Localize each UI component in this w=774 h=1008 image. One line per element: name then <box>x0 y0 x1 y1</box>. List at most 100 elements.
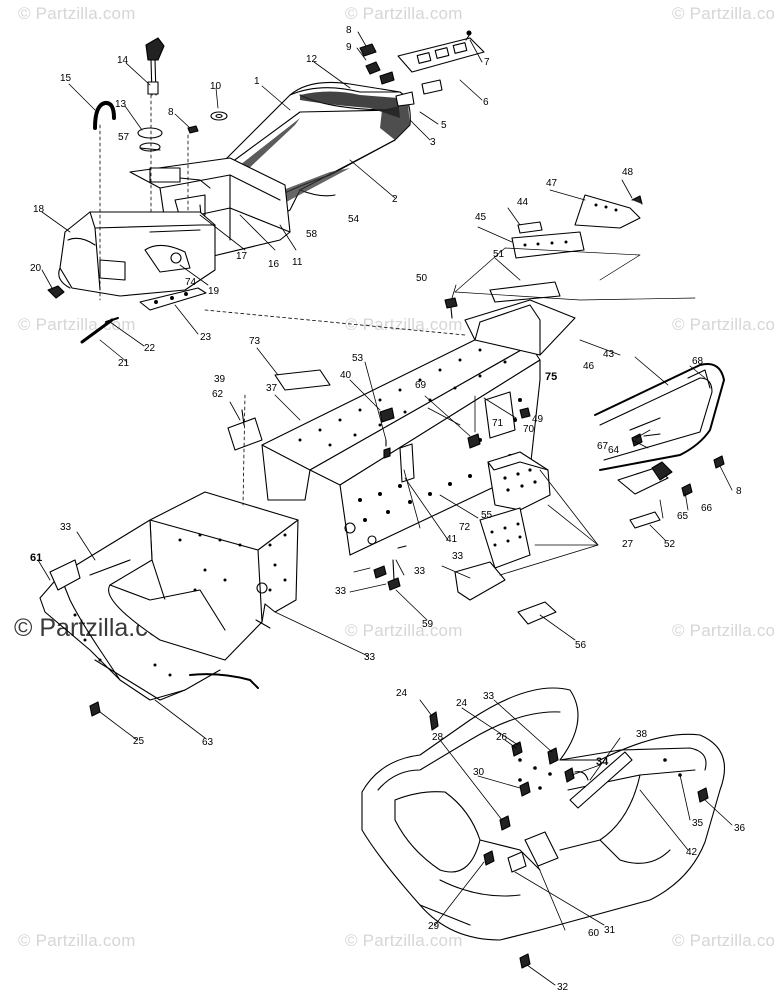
drain-fittings <box>47 285 119 344</box>
callout-label: 30 <box>473 767 485 778</box>
callout-label: 38 <box>636 729 648 740</box>
watermark: © Partzilla.com <box>18 315 136 334</box>
callout-label: 63 <box>202 737 214 748</box>
callout-label: 48 <box>622 167 634 178</box>
callout-label: 49 <box>532 414 544 425</box>
callout-label: 8 <box>168 107 174 118</box>
callout-label: 33 <box>335 586 347 597</box>
callout-label: 27 <box>622 539 634 550</box>
callout-label: 29 <box>428 921 440 932</box>
callout-label: 3 <box>430 137 436 148</box>
callout-label: 8 <box>736 486 742 497</box>
watermark: © Partzilla.com <box>672 315 774 334</box>
callout-label: 74 <box>185 277 197 288</box>
callout-label: 50 <box>416 273 428 284</box>
callout-label: 53 <box>352 353 364 364</box>
callout-label: 24 <box>456 698 468 709</box>
callout-label: 39 <box>214 374 226 385</box>
callout-label: 33 <box>364 652 376 663</box>
callout-label: 58 <box>306 229 318 240</box>
callout-label: 43 <box>603 349 615 360</box>
callout-label: 67 <box>597 441 609 452</box>
callout-label: 13 <box>115 99 127 110</box>
callout-label: 33 <box>452 551 464 562</box>
belly-pan-part <box>89 687 725 969</box>
hardware-small-top <box>187 43 381 134</box>
watermark: © Partzilla.com <box>345 4 463 23</box>
callout-label: 12 <box>306 54 318 65</box>
tank-strap <box>139 287 207 311</box>
callout-label: 57 <box>118 132 130 143</box>
callout-label: 56 <box>575 640 587 651</box>
watermark: © Partzilla.com <box>672 621 774 640</box>
callout-label: 47 <box>546 178 558 189</box>
callout-label: 70 <box>523 424 535 435</box>
front-frame-part <box>39 491 299 701</box>
callout-label: 54 <box>348 214 360 225</box>
callout-label: 46 <box>583 361 595 372</box>
callout-label: 7 <box>484 57 490 68</box>
watermark: © Partzilla.com <box>672 931 774 950</box>
callout-label: 61 <box>30 552 43 564</box>
callout-label: 45 <box>475 212 487 223</box>
callout-label: 32 <box>557 982 569 993</box>
fuel-sender-part <box>93 37 165 152</box>
callout-label: 72 <box>459 522 471 533</box>
callout-label: 37 <box>266 383 278 394</box>
callout-label: 64 <box>608 445 620 456</box>
watermark: © Partzilla.com <box>345 621 463 640</box>
leader-lines <box>37 31 733 986</box>
callout-label: 25 <box>133 736 145 747</box>
callout-label: 16 <box>268 259 280 270</box>
mounting-brackets-lower <box>373 443 557 625</box>
callout-label: 14 <box>117 55 129 66</box>
callout-label: 42 <box>686 847 698 858</box>
fuel-tank-part <box>58 211 216 297</box>
callout-label: 18 <box>33 204 45 215</box>
callout-label: 21 <box>118 358 130 369</box>
callout-label: 62 <box>212 389 224 400</box>
callout-label: 20 <box>30 263 42 274</box>
callout-label: 51 <box>493 249 505 260</box>
callout-label: 44 <box>517 197 529 208</box>
callout-label: 31 <box>604 925 616 936</box>
callout-label: 68 <box>692 356 704 367</box>
callout-label: 73 <box>249 336 261 347</box>
rear-bracket-assembly <box>444 194 696 449</box>
callout-label: 65 <box>677 511 689 522</box>
callout-label: 71 <box>492 418 504 429</box>
callout-label: 2 <box>392 194 398 205</box>
callout-label: 9 <box>346 42 352 53</box>
callout-label: 35 <box>692 818 704 829</box>
callout-label: 24 <box>396 688 408 699</box>
callout-label: 11 <box>292 257 303 268</box>
rear-bumper-part <box>594 363 725 529</box>
watermark: © Partzilla.com <box>345 315 463 334</box>
callout-label: 69 <box>415 380 427 391</box>
callout-label: 52 <box>664 539 676 550</box>
callout-label: 36 <box>734 823 746 834</box>
callout-label: 22 <box>144 343 156 354</box>
callout-label: 23 <box>200 332 212 343</box>
callout-label: 17 <box>236 251 248 262</box>
callout-label: 19 <box>208 286 220 297</box>
callout-label: 66 <box>701 503 713 514</box>
callout-label: 34 <box>596 756 609 768</box>
callout-label: 15 <box>60 73 72 84</box>
callout-label: 1 <box>254 76 260 87</box>
callout-label: 10 <box>210 81 222 92</box>
callout-label: 26 <box>496 732 508 743</box>
callout-label: 41 <box>446 534 458 545</box>
callout-label: 40 <box>340 370 352 381</box>
watermark: © Partzilla.com <box>345 931 463 950</box>
watermark: © Partzilla.com <box>18 4 136 23</box>
callout-label: 33 <box>483 691 495 702</box>
callout-label: 59 <box>422 619 434 630</box>
callout-label: 6 <box>483 97 489 108</box>
callout-label: 33 <box>60 522 72 533</box>
callout-label: 28 <box>432 732 444 743</box>
watermark: © Partzilla.com <box>18 931 136 950</box>
callout-label: 60 <box>588 928 600 939</box>
